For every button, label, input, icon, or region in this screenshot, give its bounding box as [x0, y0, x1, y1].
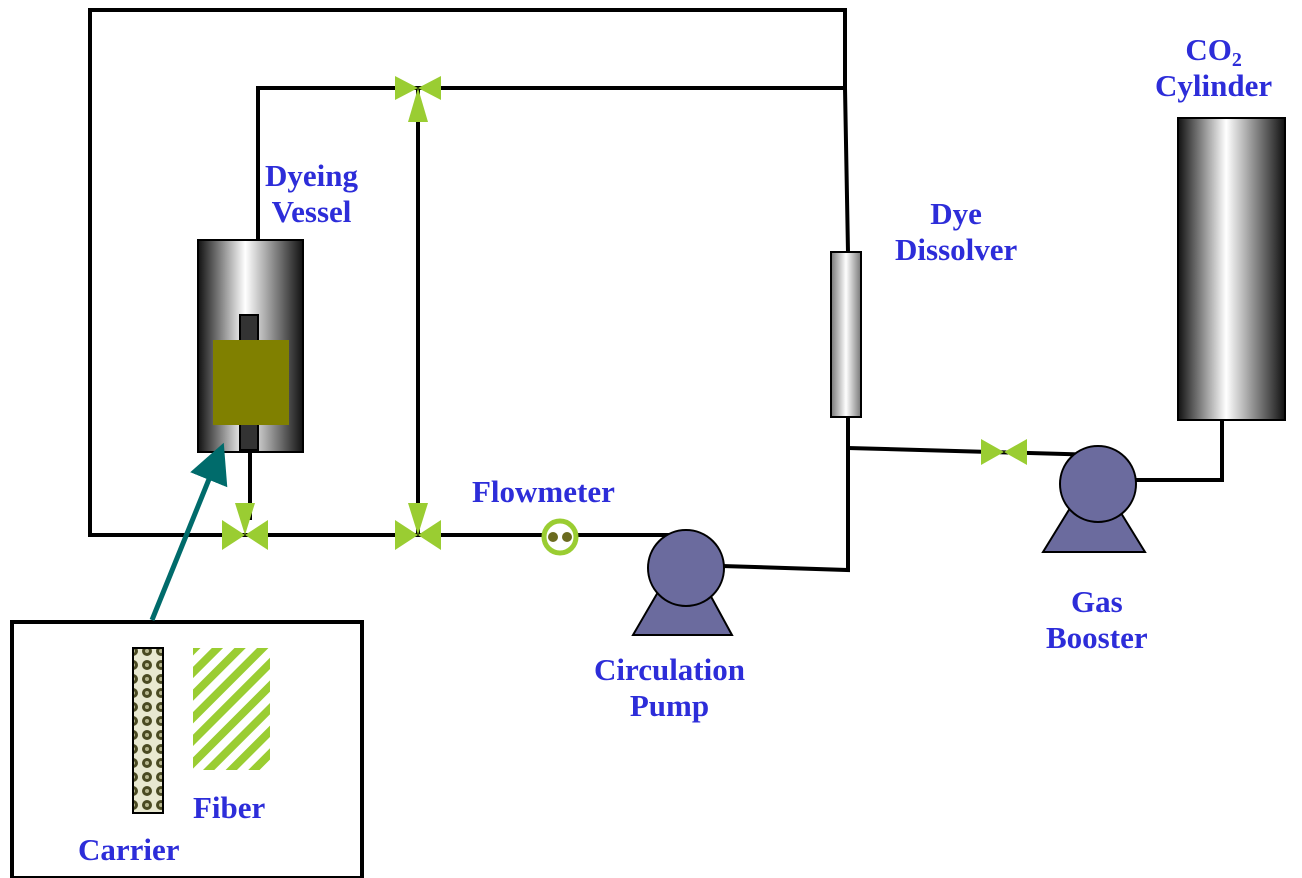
- dyeing-vessel-label-line1: Dyeing: [265, 158, 358, 193]
- flowmeter-label: Flowmeter: [472, 474, 615, 510]
- fiber-label-text: Fiber: [193, 790, 266, 825]
- dyeing-vessel-label: Dyeing Vessel: [265, 158, 358, 230]
- gas-booster-label-line1: Gas: [1070, 584, 1123, 619]
- co2-formula-subscript: 2: [1231, 49, 1242, 71]
- pipe-pump-outlet: [721, 415, 850, 573]
- carrier-label-text: Carrier: [78, 832, 180, 867]
- co2-cylinder-label-line1: CO2: [1155, 32, 1272, 71]
- dye-dissolver-label: Dye Dissolver: [895, 196, 1017, 268]
- co2-formula-main: CO: [1185, 32, 1232, 67]
- valve-bottom-mid: [395, 503, 441, 550]
- circulation-pump-label: Circulation Pump: [594, 652, 745, 724]
- sample-holder: [213, 340, 289, 425]
- co2-cylinder-label-line2: Cylinder: [1155, 68, 1273, 103]
- valve-top: [395, 76, 441, 122]
- pipe-vessel-top: [256, 86, 850, 253]
- pipe-booster-line: [847, 446, 1101, 457]
- dyeing-vessel: [197, 239, 304, 453]
- inset-pointer-arrow: [149, 442, 228, 621]
- inset-box: [10, 620, 364, 878]
- carrier-label: Carrier: [78, 832, 180, 868]
- pipe-cylinder-line: [1135, 420, 1224, 482]
- gas-booster-label: Gas Booster: [1046, 584, 1148, 656]
- dye-dissolver-label-line2: Dissolver: [895, 232, 1018, 267]
- fiber-label: Fiber: [193, 790, 265, 826]
- co2-cylinder: [1177, 117, 1286, 421]
- valves: [222, 76, 1027, 550]
- circulation-pump-label-line1: Circulation: [594, 652, 745, 687]
- pipe-network: [88, 8, 1224, 573]
- dye-dissolver-label-line1: Dye: [930, 196, 982, 231]
- gas-booster-label-line2: Booster: [1046, 620, 1148, 655]
- valve-booster-line: [981, 439, 1027, 465]
- pipe-outer-loop: [88, 8, 847, 537]
- carrier-swatch: [132, 647, 164, 814]
- flowmeter-device: [541, 518, 579, 556]
- dyeing-vessel-label-line2: Vessel: [271, 194, 352, 229]
- flowmeter-label-text: Flowmeter: [472, 474, 615, 509]
- circulation-pump-label-line2: Pump: [629, 688, 710, 723]
- co2-cylinder-label: CO2 Cylinder: [1155, 32, 1272, 104]
- fiber-swatch: [193, 648, 270, 770]
- circulation-pump: [631, 529, 734, 636]
- gas-booster: [1041, 445, 1147, 553]
- dye-dissolver: [830, 251, 862, 418]
- valve-bottom-left: [222, 503, 268, 550]
